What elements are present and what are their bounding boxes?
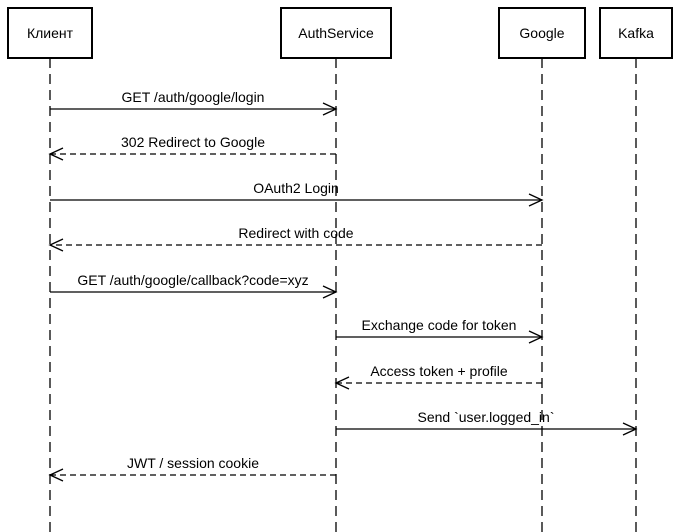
message-label: Redirect with code [238, 225, 353, 241]
message-label: Exchange code for token [362, 317, 517, 333]
message-label: JWT / session cookie [127, 455, 259, 471]
arrow-head-icon [48, 468, 64, 482]
actor-box [498, 7, 586, 59]
actor-box [599, 7, 673, 59]
message: GET /auth/google/callback?code=xyz [50, 272, 338, 299]
actor-google: Google [498, 7, 586, 59]
actor-auth: AuthService [280, 7, 392, 59]
message-label: OAuth2 Login [253, 180, 339, 196]
message-label: Access token + profile [370, 363, 508, 379]
actor-box [7, 7, 93, 59]
message: 302 Redirect to Google [48, 134, 336, 161]
message: Exchange code for token [336, 317, 544, 344]
arrow-head-icon [528, 193, 544, 207]
message: Send `user.logged_in` [336, 409, 638, 436]
message-label: GET /auth/google/login [122, 89, 265, 105]
arrow-head-icon [334, 376, 350, 390]
actor-label: Клиент [27, 25, 74, 41]
arrow-head-icon [622, 422, 638, 436]
actor-label: Kafka [618, 25, 654, 41]
message: Redirect with code [48, 225, 542, 252]
actor-label: Google [519, 25, 564, 41]
actor-label: AuthService [298, 25, 374, 41]
message: Access token + profile [334, 363, 542, 390]
arrow-head-icon [322, 102, 338, 116]
actor-box [280, 7, 392, 59]
message: GET /auth/google/login [50, 89, 338, 116]
message: JWT / session cookie [48, 455, 336, 482]
actors: Клиент AuthService Google Kafka [7, 7, 673, 59]
actor-client: Клиент [7, 7, 93, 59]
message-label: 302 Redirect to Google [121, 134, 265, 150]
arrow-head-icon [528, 330, 544, 344]
message-label: GET /auth/google/callback?code=xyz [77, 272, 308, 288]
arrow-head-icon [48, 238, 64, 252]
arrow-head-icon [48, 147, 64, 161]
message: OAuth2 Login [50, 180, 544, 207]
arrow-head-icon [322, 285, 338, 299]
actor-kafka: Kafka [599, 7, 673, 59]
messages: GET /auth/google/login 302 Redirect to Go… [48, 89, 638, 482]
message-label: Send `user.logged_in` [418, 409, 555, 425]
